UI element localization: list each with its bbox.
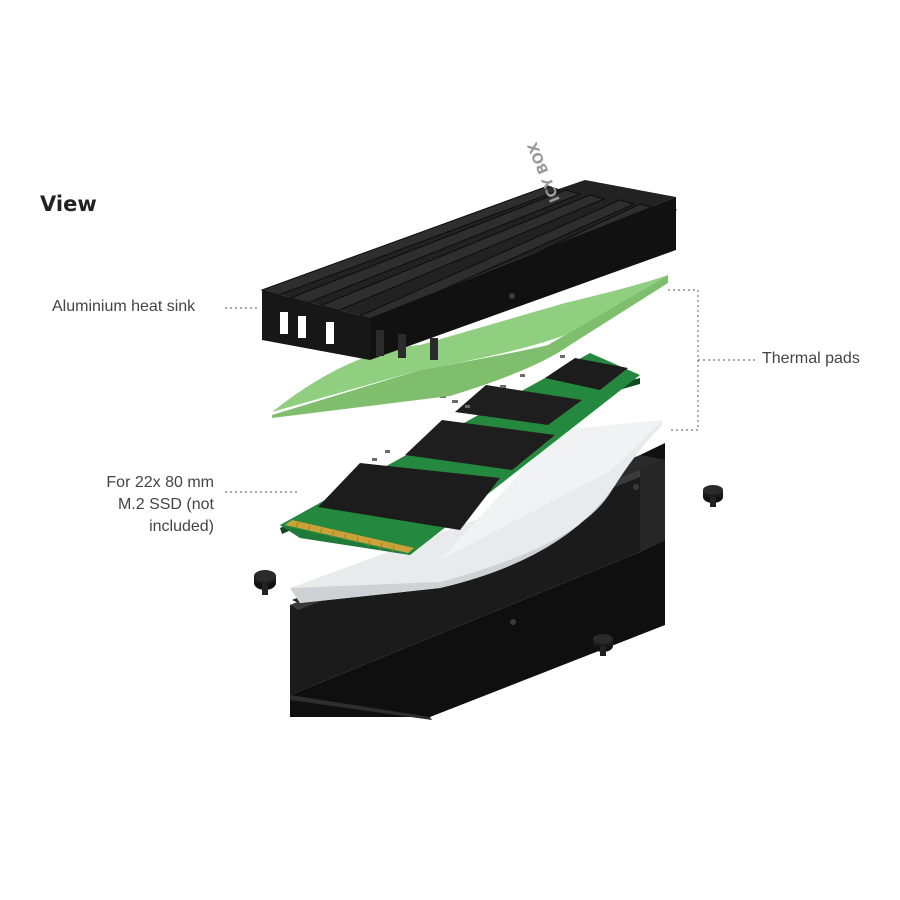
label-thermal-pads: Thermal pads: [762, 350, 860, 367]
label-ssd: For 22x 80 mm M.2 SSD (not included): [88, 472, 214, 538]
label-ssd-line2: M.2 SSD (not included): [117, 496, 214, 535]
screw-icon: [593, 634, 613, 656]
label-heat-sink: Aluminium heat sink: [52, 298, 196, 315]
thermal-pad-bottom-icon: [290, 420, 662, 603]
ssd-icon: [280, 353, 640, 555]
screw-icon: [254, 570, 276, 595]
page-title: View: [40, 192, 97, 216]
leader-lines: [225, 289, 755, 493]
label-ssd-line1: For 22x 80 mm: [106, 474, 214, 491]
heatsink-icon: ICY BOX: [260, 140, 678, 360]
screw-icon: [703, 485, 723, 507]
thermal-pad-top-icon: [272, 275, 668, 418]
